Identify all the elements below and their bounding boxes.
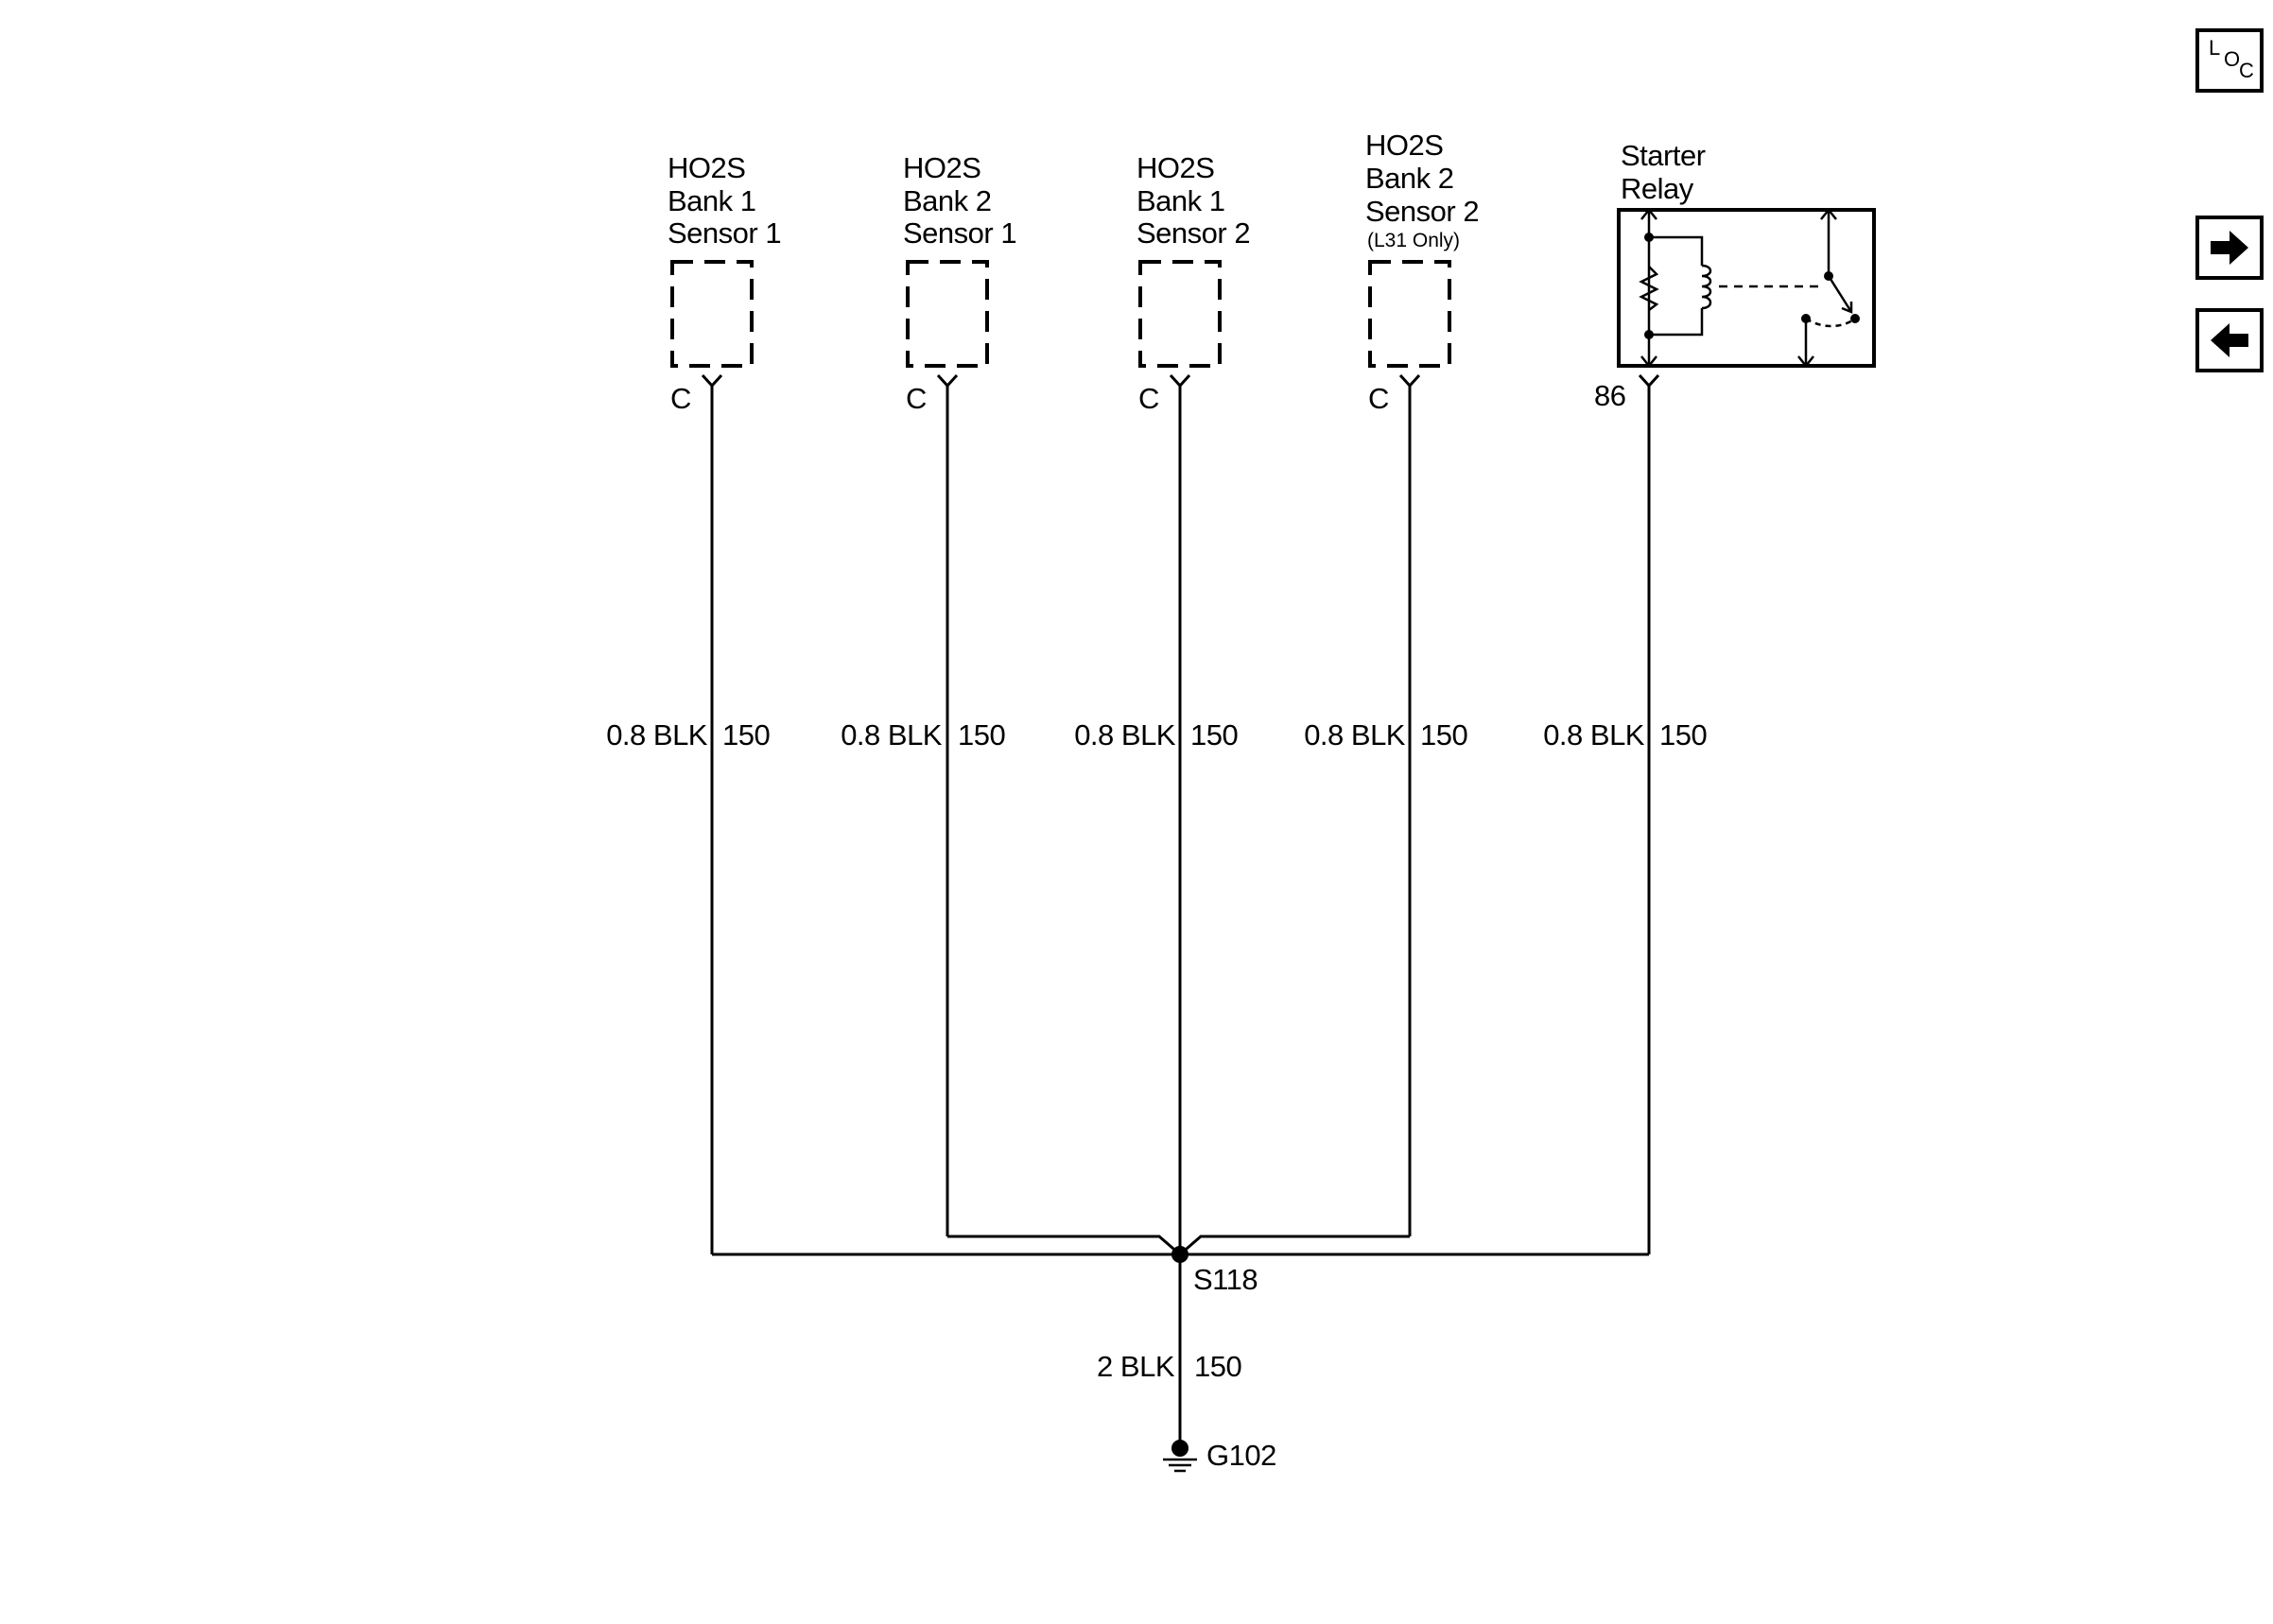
wire-gauge-color: 0.8 BLK xyxy=(841,718,942,752)
loc-letter-l: L xyxy=(2209,36,2221,60)
ground-symbol xyxy=(1163,1458,1197,1473)
wire-gauge-color: 0.8 BLK xyxy=(606,718,707,752)
component-line2: Bank 1 xyxy=(1136,184,1225,217)
ho2s-bank2-sensor1-connector xyxy=(906,260,989,368)
ground-wire-circuit: 150 xyxy=(1194,1350,1242,1383)
wire-circuit: 150 xyxy=(1659,718,1708,752)
wire-gauge-color: 0.8 BLK xyxy=(1074,718,1175,752)
component-line3: Sensor 2 xyxy=(1136,216,1251,250)
pin-label: C xyxy=(906,382,927,415)
ho2s-bank1-sensor1-connector xyxy=(670,260,754,368)
splice-s118-dot xyxy=(1171,1246,1189,1263)
loc-letter-c: C xyxy=(2239,59,2254,82)
previous-page-button[interactable] xyxy=(2195,308,2264,372)
ground-label: G102 xyxy=(1206,1439,1276,1472)
pin-label: C xyxy=(1368,382,1389,415)
component-line2: Bank 1 xyxy=(668,184,756,217)
wire-gauge-color: 0.8 BLK xyxy=(1543,718,1644,752)
ho2s-bank2-sensor2-connector xyxy=(1368,260,1451,368)
pin-label: C xyxy=(1138,382,1159,415)
loc-letter-o: O xyxy=(2224,47,2241,71)
ground-g102-dot xyxy=(1171,1440,1189,1457)
wire-circuit: 150 xyxy=(1190,718,1239,752)
wire-circuit: 150 xyxy=(722,718,771,752)
component-locator-button[interactable]: L O C xyxy=(2195,28,2264,93)
component-line1: HO2S xyxy=(668,151,746,184)
relay-pin-label: 86 xyxy=(1594,379,1626,412)
starter-relay-box xyxy=(1617,208,1876,368)
component-line3: Sensor 2 xyxy=(1365,195,1480,228)
relay-line2: Relay xyxy=(1621,172,1693,205)
wire-circuit: 150 xyxy=(958,718,1006,752)
wire-gauge-color: 0.8 BLK xyxy=(1304,718,1405,752)
component-line1: HO2S xyxy=(903,151,981,184)
component-note: (L31 Only) xyxy=(1367,230,1461,251)
next-page-button[interactable] xyxy=(2195,216,2264,280)
component-line3: Sensor 1 xyxy=(668,216,782,250)
ground-wire-gauge-color: 2 BLK xyxy=(1097,1350,1174,1383)
component-line1: HO2S xyxy=(1136,151,1215,184)
component-line3: Sensor 1 xyxy=(903,216,1017,250)
relay-line1: Starter xyxy=(1621,139,1706,172)
arrow-right-icon xyxy=(2211,231,2248,265)
pin-label: C xyxy=(670,382,691,415)
splice-label: S118 xyxy=(1193,1263,1258,1296)
component-line2: Bank 2 xyxy=(903,184,992,217)
ho2s-bank1-sensor2-connector xyxy=(1138,260,1222,368)
component-line1: HO2S xyxy=(1365,129,1444,162)
component-line2: Bank 2 xyxy=(1365,162,1454,195)
wire-circuit: 150 xyxy=(1420,718,1468,752)
arrow-left-icon xyxy=(2211,323,2248,357)
